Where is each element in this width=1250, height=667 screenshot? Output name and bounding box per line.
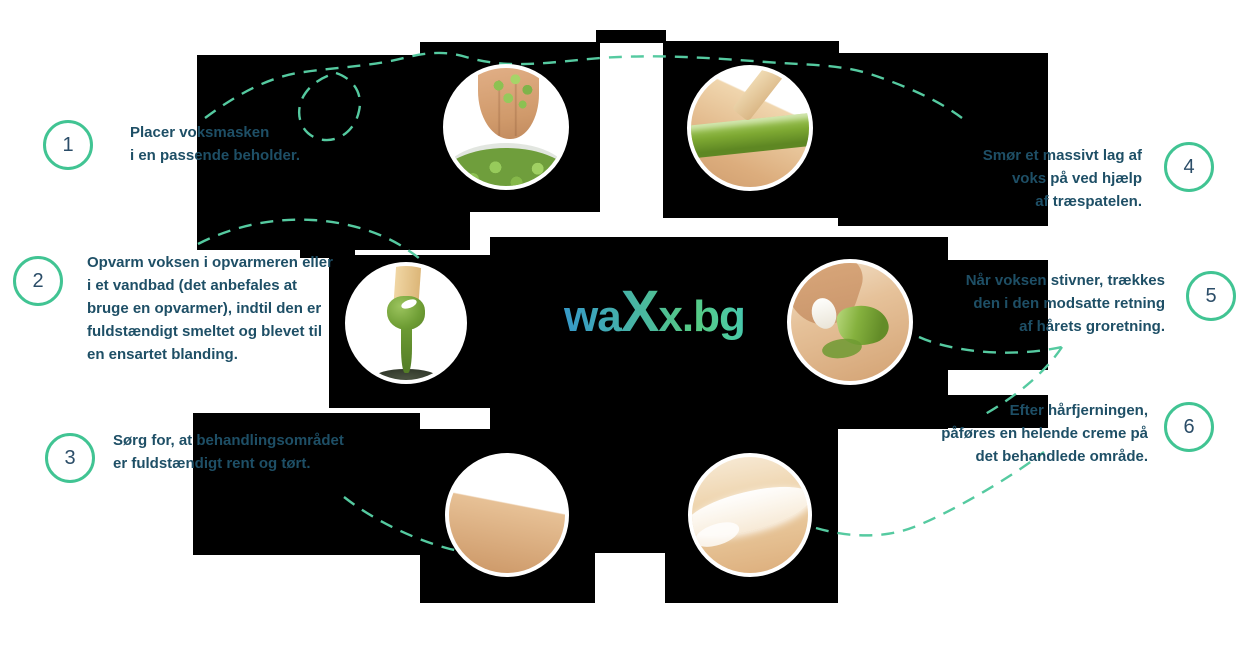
step4-line2: voks på ved hjælp xyxy=(1011,170,1142,187)
logo-part-suffix: .bg xyxy=(681,292,745,341)
step5-line3: af hårets groretning. xyxy=(1019,318,1165,335)
wax-beads xyxy=(489,72,537,116)
step6-line1: Efter hårfjerningen, xyxy=(1009,402,1148,419)
step2-line2: i et vandbad (det anbefales at xyxy=(87,277,298,294)
step1-number-badge: 1 xyxy=(43,120,93,170)
logo-part-x: x xyxy=(658,292,682,341)
step6-text: Efter hårfjerningen, påføres en helende … xyxy=(941,399,1148,468)
step6-line2: påføres en helende creme på xyxy=(941,425,1148,442)
wax-bowl xyxy=(447,143,565,186)
step4-line1: Smør et massivt lag af xyxy=(982,147,1142,164)
step4-number-badge: 4 xyxy=(1164,142,1214,192)
step2-line1: Opvarm voksen i opvarmeren eller xyxy=(87,254,333,271)
step2-text: Opvarm voksen i opvarmeren eller i et va… xyxy=(87,251,333,366)
logo-part-wa: wa xyxy=(564,292,621,341)
curve-bottom-right xyxy=(815,451,1045,537)
step1-photo hand-with-green-wax-beads xyxy=(443,64,569,190)
waxx-bg-logo: waXx.bg xyxy=(564,288,745,341)
step2-line3: bruge en opvarmer), indtil den er xyxy=(87,300,322,317)
curve-top xyxy=(204,51,963,119)
logo-part-big-x: X xyxy=(620,279,659,344)
step2-line5: en ensartet blanding. xyxy=(87,346,238,363)
step1-line1: Placer voksmasken xyxy=(130,124,270,141)
step3-photo clean-dry-skin xyxy=(445,453,569,577)
step3-line2: er fuldstændigt rent og tørt. xyxy=(113,455,311,472)
backdrop-block xyxy=(596,30,666,43)
backdrop-block xyxy=(300,232,355,258)
step4-line3: af træspatelen. xyxy=(1035,193,1142,210)
step5-text: Når voksen stivner, trækkes den i den mo… xyxy=(966,269,1165,338)
step2-photo spatula-dripping-melted-wax xyxy=(345,262,467,384)
step3-line1: Sørg for, at behandlingsområdet xyxy=(113,432,344,449)
curve-right-mid xyxy=(918,335,1063,354)
step3-text: Sørg for, at behandlingsområdet er fulds… xyxy=(113,429,344,475)
wax-drip xyxy=(401,323,412,374)
step2-number-badge: 2 xyxy=(13,256,63,306)
curve-right-lower xyxy=(979,346,1063,419)
step6-line3: det behandlede område. xyxy=(975,448,1148,465)
step1-text: Placer voksmasken i en passende beholder… xyxy=(130,121,300,167)
step3-number-badge: 3 xyxy=(45,433,95,483)
step4-text: Smør et massivt lag af voks på ved hjælp… xyxy=(983,144,1142,213)
step4-photo green-wax-applied-on-leg xyxy=(687,65,813,191)
skin xyxy=(449,457,565,573)
step5-line1: Når voksen stivner, trækkes xyxy=(965,272,1165,289)
step6-photo healing-cream-on-skin xyxy=(688,453,812,577)
curve-left-mid xyxy=(197,218,421,260)
step5-number-badge: 5 xyxy=(1186,271,1236,321)
step6-number-badge: 6 xyxy=(1164,402,1214,452)
backdrop-block xyxy=(838,53,1048,226)
wax-pot xyxy=(374,368,438,380)
step5-photo hand-peeling-hardened-wax xyxy=(787,259,913,385)
curve-loop xyxy=(297,71,362,142)
step1-line2: i en passende beholder. xyxy=(130,147,301,164)
backdrop-block xyxy=(595,429,665,553)
step5-line2: den i den modsatte retning xyxy=(973,295,1165,312)
backdrop-block xyxy=(193,413,420,555)
step2-line4: fuldstændigt smeltet og blevet til xyxy=(87,323,323,340)
